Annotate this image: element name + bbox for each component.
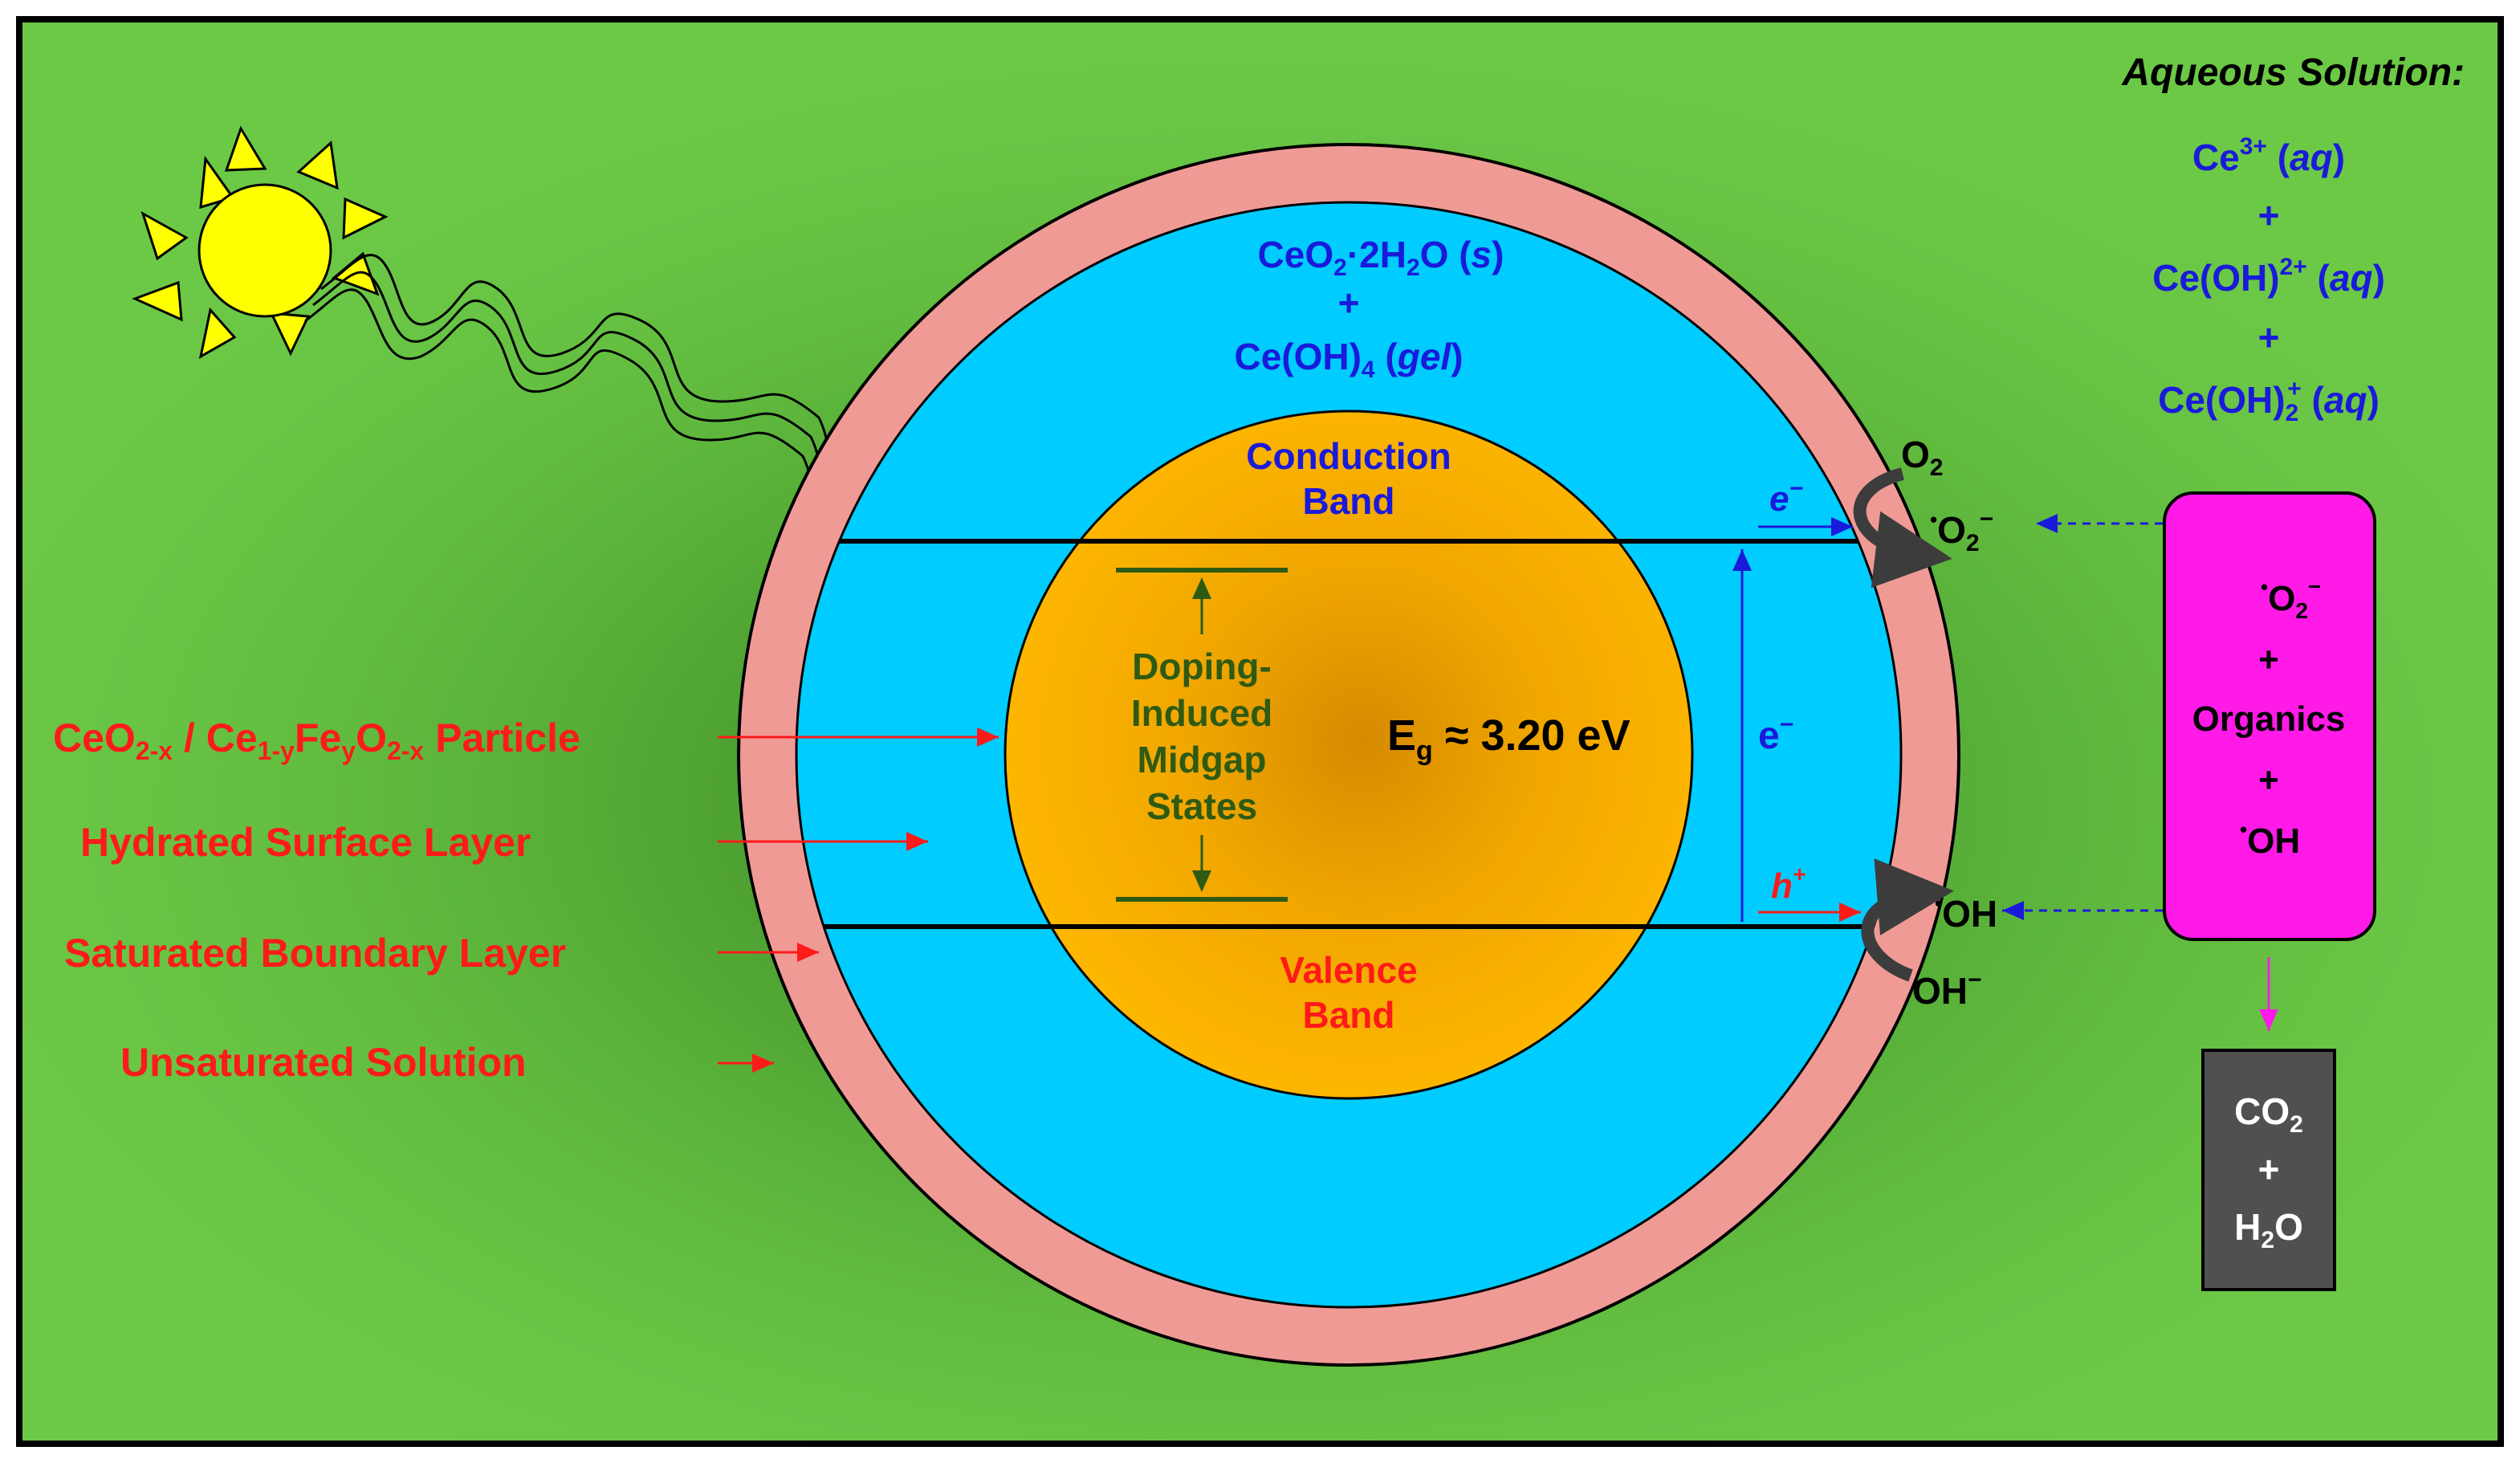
aqueous-plus-1: + [2258, 194, 2280, 236]
product-co2: CO2 [2234, 1090, 2303, 1138]
box-organics: Organics [2192, 699, 2346, 739]
hydroxyl-radical-label: •OH [1935, 891, 1997, 935]
box-hydroxyl: •OH [2240, 817, 2300, 861]
hole-label: h+ [1771, 862, 1806, 906]
oxygen-label: O2 [1901, 434, 1943, 481]
legend-hydrated: Hydrated Surface Layer [80, 820, 531, 865]
products-box [2201, 1049, 2336, 1291]
surface-species-line1: CeO2·2H2O (s) [1258, 234, 1504, 281]
reduction-curved-arrow [1853, 467, 1952, 588]
surface-species-plus: + [1338, 282, 1360, 324]
electron-label-top: e− [1769, 475, 1803, 519]
frame [16, 16, 2504, 1447]
superoxide-label: •O2− [1930, 506, 1993, 556]
box-superoxide: •O2− [2261, 574, 2321, 623]
product-plus: + [2258, 1148, 2280, 1190]
legend-saturated: Saturated Boundary Layer [64, 931, 566, 976]
aqueous-plus-2: + [2258, 316, 2280, 358]
surface-species-line2: Ce(OH)4 (gel) [1234, 336, 1463, 383]
radicals-box [2163, 491, 2376, 941]
product-h2o: H2O [2234, 1206, 2303, 1253]
box-plus-1: + [2258, 640, 2279, 679]
hydroxide-label: OH− [1912, 967, 1982, 1012]
oxidation-curved-arrow [1861, 858, 1954, 982]
box-plus-2: + [2258, 760, 2279, 800]
aqueous-species-3: Ce(OH)2+ (aq) [2158, 376, 2380, 426]
legend-unsaturated: Unsaturated Solution [120, 1040, 527, 1085]
aqueous-species-2: Ce(OH)2+ (aq) [2152, 254, 2385, 299]
aqueous-species-1: Ce3+ (aq) [2192, 133, 2345, 178]
band-gap-label: Eg ≈ 3.20 eV [1387, 711, 1630, 766]
light-waves [304, 254, 861, 562]
legend-particle: CeO2-x / Ce1-yFeyO2-x Particle [53, 715, 580, 765]
aqueous-solution-title: Aqueous Solution: [2121, 51, 2465, 94]
electron-label-mid: e− [1758, 711, 1793, 757]
